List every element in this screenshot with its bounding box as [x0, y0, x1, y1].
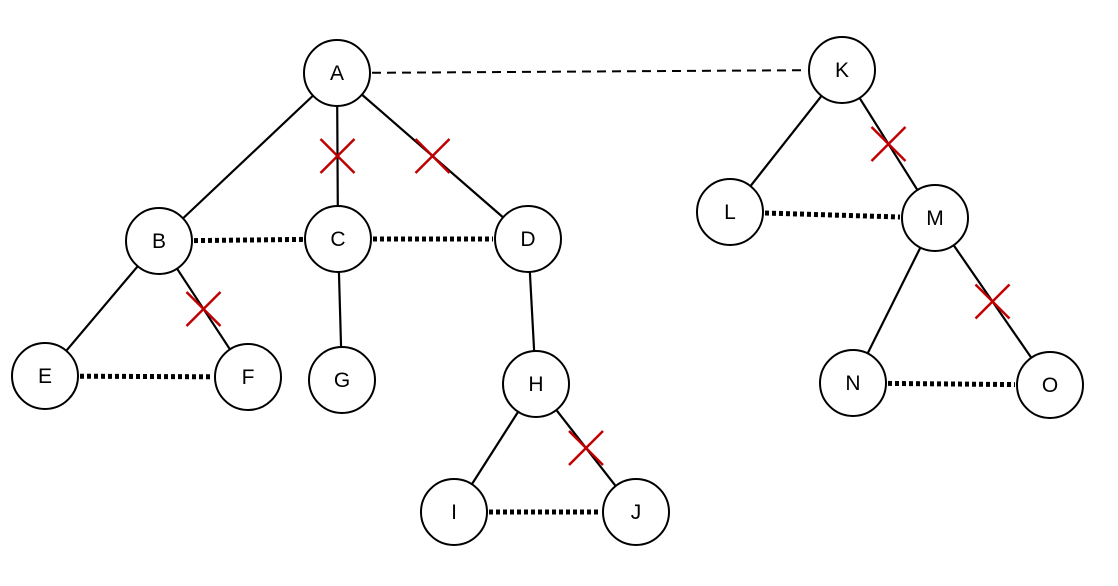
node-f: F	[214, 343, 282, 411]
cut-mark-k-m	[870, 126, 907, 162]
edge-c-g	[337, 270, 343, 349]
node-circle	[214, 343, 282, 411]
edge-n-o	[887, 380, 1016, 388]
edge-m-n	[866, 246, 922, 355]
node-label: H	[528, 373, 543, 396]
node-circle	[304, 205, 372, 273]
node-o: O	[1016, 351, 1084, 419]
node-circle	[901, 184, 969, 252]
node-label: K	[835, 59, 849, 82]
node-label: O	[1042, 374, 1058, 397]
node-circle	[308, 346, 376, 414]
cut-mark-a-d	[414, 138, 451, 174]
node-a: A	[303, 39, 371, 107]
cut-mark-b-f	[185, 291, 222, 327]
node-g: G	[308, 346, 376, 414]
node-c: C	[304, 205, 372, 273]
cut-mark-m-o	[974, 283, 1011, 320]
node-circle	[303, 39, 371, 107]
node-label: F	[242, 366, 255, 389]
node-circle	[502, 350, 570, 418]
node-label: I	[451, 501, 457, 524]
node-circle	[494, 205, 562, 273]
node-label: L	[724, 201, 736, 224]
node-label: B	[152, 230, 166, 253]
edge-h-i	[470, 410, 520, 486]
node-circle	[602, 478, 670, 546]
edge-a-k	[371, 69, 808, 74]
node-d: D	[494, 205, 562, 273]
node-label: D	[520, 228, 535, 251]
node-label: M	[926, 207, 944, 230]
node-k: K	[808, 36, 876, 104]
edge-l-m	[764, 210, 901, 220]
node-label: C	[330, 228, 345, 251]
node-circle	[125, 207, 193, 275]
node-label: A	[330, 62, 344, 85]
node-h: H	[502, 350, 570, 418]
node-circle	[819, 349, 887, 417]
node-label: E	[38, 365, 52, 388]
node-i: I	[420, 478, 488, 546]
node-circle	[1016, 351, 1084, 419]
cut-mark-a-c	[319, 138, 356, 174]
edge-k-l	[748, 94, 824, 188]
cut-mark-h-j	[568, 430, 604, 466]
node-j: J	[602, 478, 670, 546]
node-label: N	[845, 372, 860, 395]
edge-a-b	[181, 94, 315, 220]
edges-layer	[64, 69, 1033, 515]
node-n: N	[819, 349, 887, 417]
node-circle	[696, 178, 764, 246]
node-label: G	[334, 369, 350, 392]
node-circle	[808, 36, 876, 104]
node-m: M	[901, 184, 969, 252]
node-circle	[420, 478, 488, 546]
node-b: B	[125, 207, 193, 275]
edge-e-f	[79, 373, 214, 380]
node-circle	[11, 342, 79, 410]
node-e: E	[11, 342, 79, 410]
edge-b-e	[64, 264, 140, 353]
cut-marks-layer	[185, 126, 1011, 466]
node-label: J	[631, 501, 642, 524]
edge-b-c	[193, 236, 304, 244]
node-l: L	[696, 178, 764, 246]
nodes-layer: A B C D E F G H I J K L M N O	[11, 36, 1084, 546]
edge-d-h	[528, 270, 536, 353]
